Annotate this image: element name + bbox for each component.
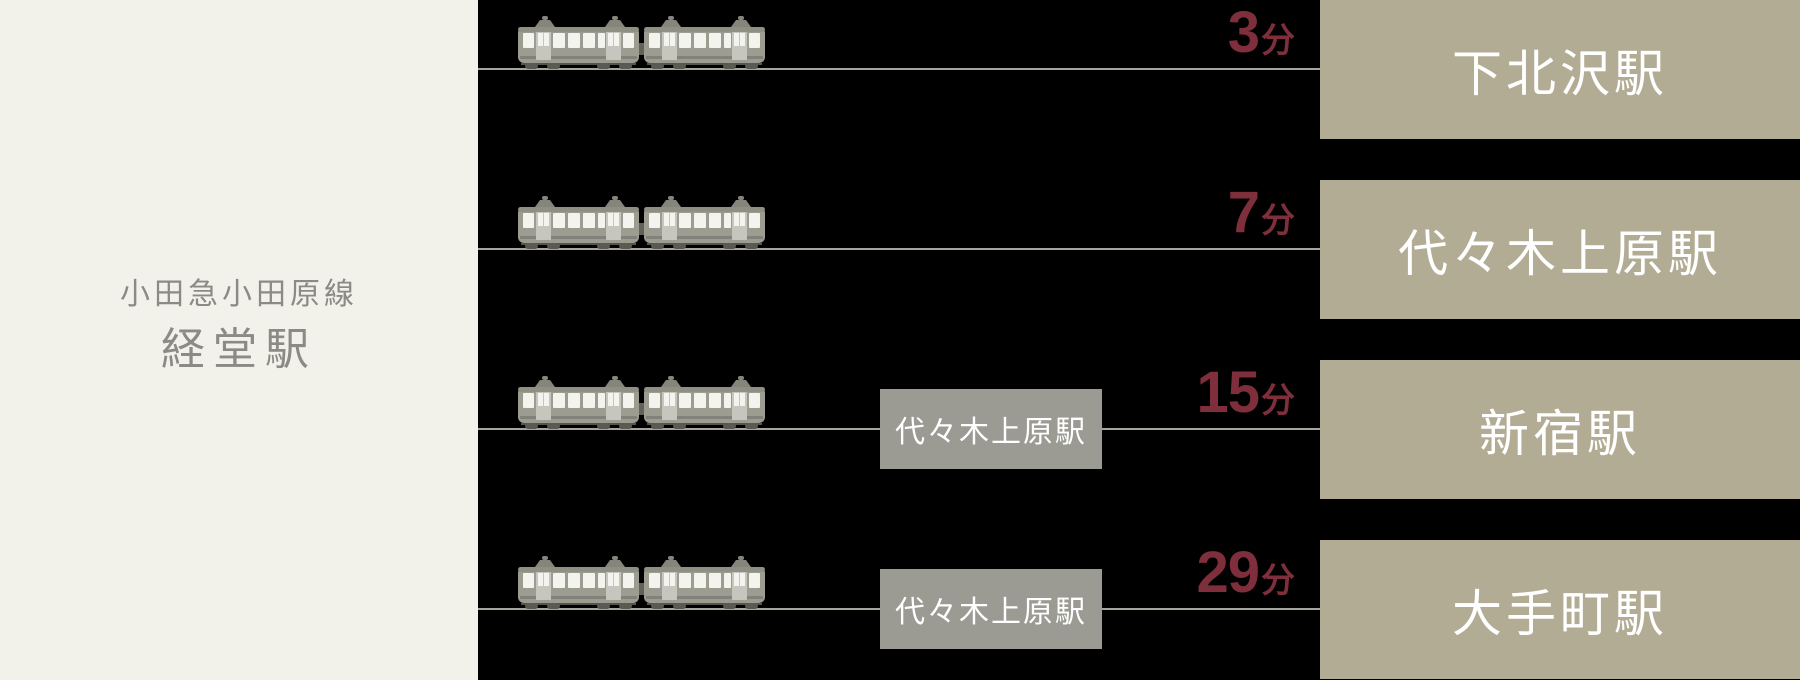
- destination-label: 代々木上原駅: [1398, 225, 1722, 282]
- destination-box-yoyogi-uehara: 代々木上原駅: [1320, 180, 1800, 319]
- travel-time-value: 15: [1196, 360, 1260, 425]
- travel-time-unit: 分: [1261, 202, 1295, 240]
- travel-time: 3 分: [1228, 4, 1295, 62]
- via-station-label: 代々木上原駅: [895, 596, 1087, 629]
- via-station-badge: 代々木上原駅: [880, 389, 1102, 469]
- rail-line: [478, 248, 1320, 250]
- train-icon: [518, 195, 765, 249]
- via-station-badge: 代々木上原駅: [880, 569, 1102, 649]
- train-icon: [518, 15, 765, 69]
- destination-label: 大手町駅: [1452, 585, 1668, 642]
- travel-time-value: 7: [1227, 180, 1260, 245]
- destination-label: 新宿駅: [1479, 405, 1641, 462]
- origin-line-name: 小田急小田原線: [120, 278, 358, 311]
- train-icon: [518, 555, 765, 609]
- travel-time-value: 29: [1196, 540, 1260, 605]
- destination-column: 下北沢駅 代々木上原駅 新宿駅 大手町駅: [1320, 0, 1800, 680]
- destination-box-shimokitazawa: 下北沢駅: [1320, 0, 1800, 139]
- travel-time-unit: 分: [1261, 22, 1295, 60]
- origin-station-name: 経堂駅: [161, 325, 317, 374]
- origin-panel: 小田急小田原線 経堂駅: [0, 0, 478, 680]
- travel-time-unit: 分: [1261, 382, 1295, 420]
- destination-box-otemachi: 大手町駅: [1320, 540, 1800, 679]
- travel-time-unit: 分: [1261, 562, 1295, 600]
- rail-line: [478, 68, 1320, 70]
- destination-box-shinjuku: 新宿駅: [1320, 360, 1800, 499]
- travel-time-value: 3: [1227, 0, 1260, 65]
- travel-time: 15 分: [1196, 364, 1295, 422]
- travel-time: 29 分: [1196, 544, 1295, 602]
- route-row-yoyogi-uehara: 7 分: [478, 180, 1320, 360]
- train-icon: [518, 375, 765, 429]
- route-row-otemachi: 代々木上原駅 29 分: [478, 540, 1320, 680]
- destination-label: 下北沢駅: [1452, 45, 1668, 102]
- route-row-shinjuku: 代々木上原駅 15 分: [478, 360, 1320, 540]
- route-row-shimokitazawa: 3 分: [478, 0, 1320, 180]
- via-station-label: 代々木上原駅: [895, 416, 1087, 449]
- travel-time: 7 分: [1228, 184, 1295, 242]
- origin-text-block: 小田急小田原線 経堂駅: [0, 278, 478, 376]
